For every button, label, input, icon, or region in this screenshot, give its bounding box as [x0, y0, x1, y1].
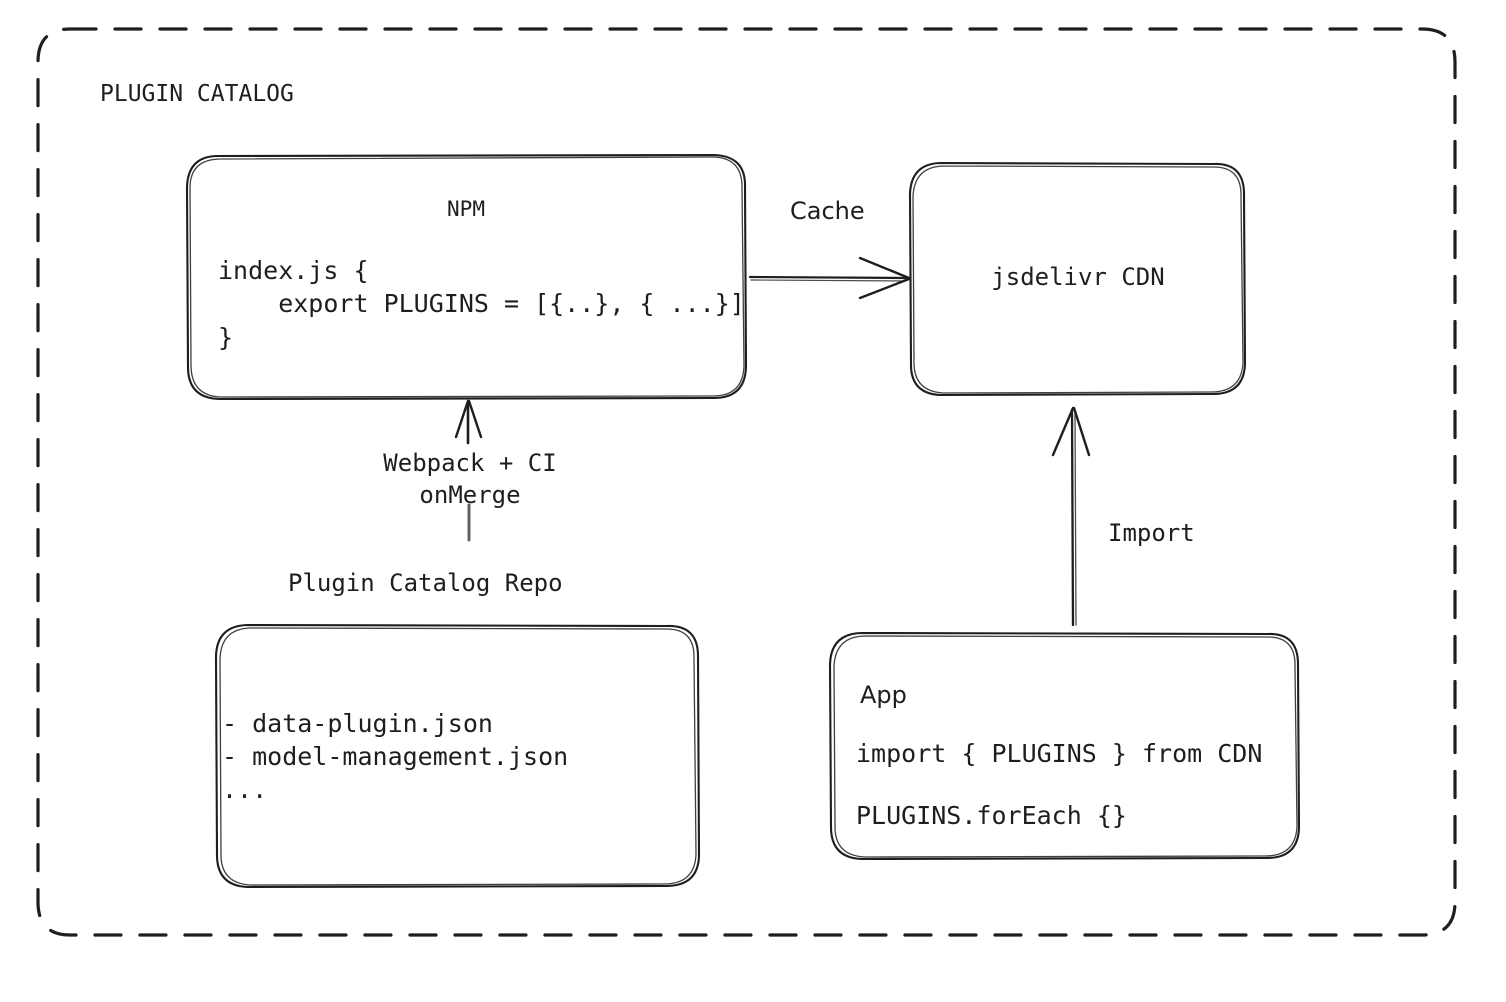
app-node-title: App — [860, 681, 907, 709]
npm-node-shape — [185, 153, 748, 401]
npm-node-code: index.js { export PLUGINS = [{..}, { ...… — [218, 256, 745, 352]
edge-app-to-cdn — [1051, 406, 1091, 627]
edge-repo-to-npm — [454, 399, 483, 542]
cdn-node-title: jsdelivr CDN — [991, 263, 1165, 291]
app-node-code-import: import { PLUGINS } from CDN — [856, 739, 1263, 768]
edge-npm-to-cdn — [748, 256, 911, 300]
repo-node-title: Plugin Catalog Repo — [288, 569, 563, 597]
edge-label-webpack-ci: Webpack + CI onMerge — [383, 449, 557, 510]
cdn-node-shape — [908, 161, 1247, 397]
npm-node-title: NPM — [447, 197, 485, 221]
app-node-shape — [828, 631, 1301, 861]
edge-label-cache: Cache — [790, 197, 865, 225]
app-node-code-foreach: PLUGINS.forEach {} — [856, 801, 1127, 830]
group-title: PLUGIN CATALOG — [100, 81, 294, 107]
repo-node-items: - data-plugin.json - model-management.js… — [222, 709, 569, 804]
repo-node-shape — [214, 623, 701, 889]
edge-label-import: Import — [1108, 519, 1195, 547]
plugin-catalog-group-border — [36, 27, 1457, 937]
